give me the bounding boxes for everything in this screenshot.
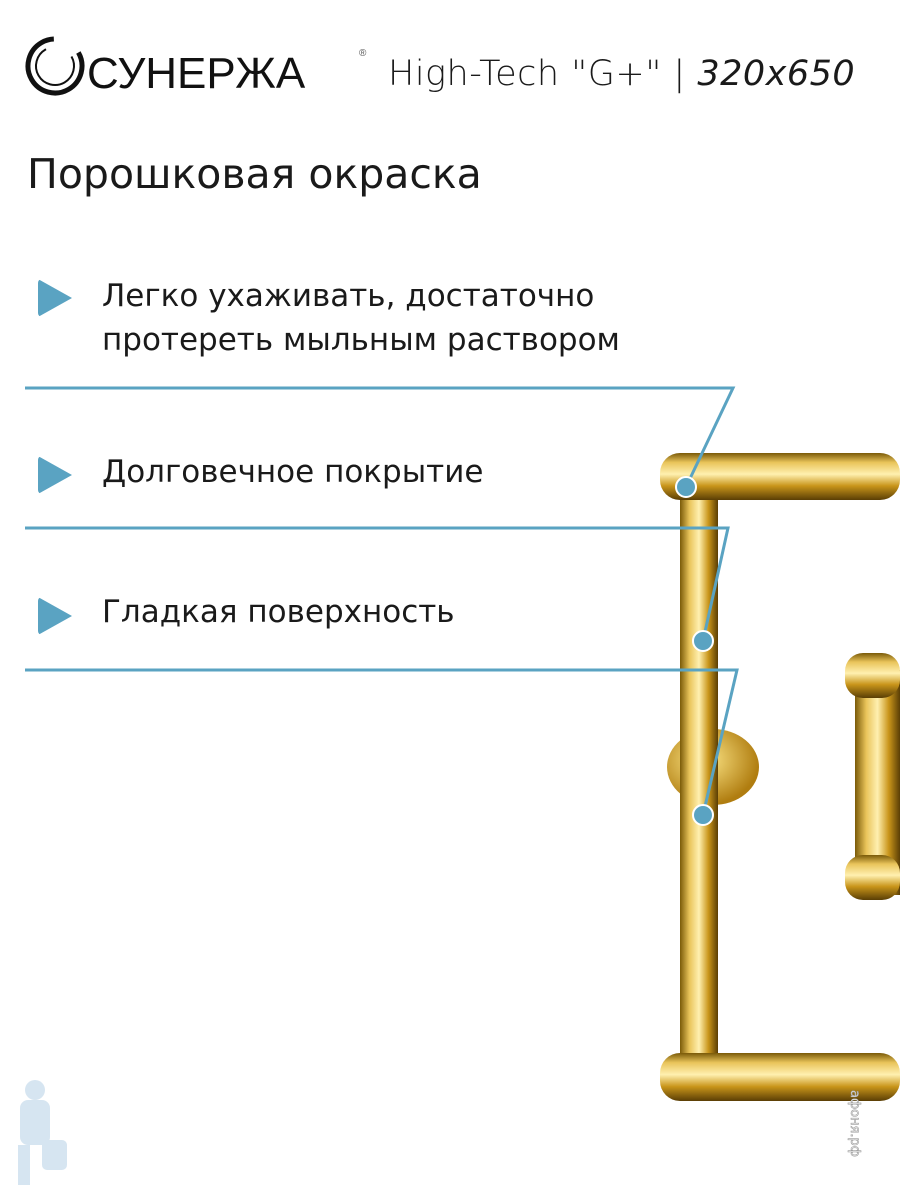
model-size: 320x650 bbox=[697, 54, 856, 94]
callout-lines bbox=[25, 386, 739, 816]
towel-rail-image bbox=[660, 453, 900, 1101]
model-name: High-Tech "G+" | bbox=[388, 54, 686, 94]
callout-dot bbox=[692, 804, 714, 826]
callout-dot bbox=[675, 476, 697, 498]
brand-logo: СУНЕРЖА ® bbox=[25, 36, 367, 96]
mascot-watermark bbox=[18, 1080, 67, 1185]
bottom-bar bbox=[660, 1053, 900, 1101]
feature-text: протереть мыльным раствором bbox=[102, 322, 620, 358]
model-title: High-Tech "G+" | 320x650 bbox=[388, 54, 855, 94]
top-bar bbox=[660, 453, 900, 500]
feature-durable: Долговечное покрытие bbox=[102, 450, 742, 494]
svg-text:®: ® bbox=[359, 48, 367, 59]
feature-smooth: Гладкая поверхность bbox=[102, 590, 742, 634]
section-heading: Порошковая окраска bbox=[27, 150, 482, 198]
play-bullet-icon bbox=[38, 279, 72, 317]
watermark: афоня.рф bbox=[847, 1090, 863, 1157]
play-bullet-icon bbox=[38, 597, 72, 635]
svg-text:СУНЕРЖА: СУНЕРЖА bbox=[87, 49, 306, 96]
feature-text: Гладкая поверхность bbox=[102, 594, 455, 630]
feature-text: Долговечное покрытие bbox=[102, 454, 484, 490]
feature-easy-care: Легко ухаживать, достаточно протереть мы… bbox=[102, 274, 742, 362]
callout-dot bbox=[692, 630, 714, 652]
feature-text: Легко ухаживать, достаточно bbox=[102, 278, 595, 314]
play-bullet-icon bbox=[38, 456, 72, 494]
